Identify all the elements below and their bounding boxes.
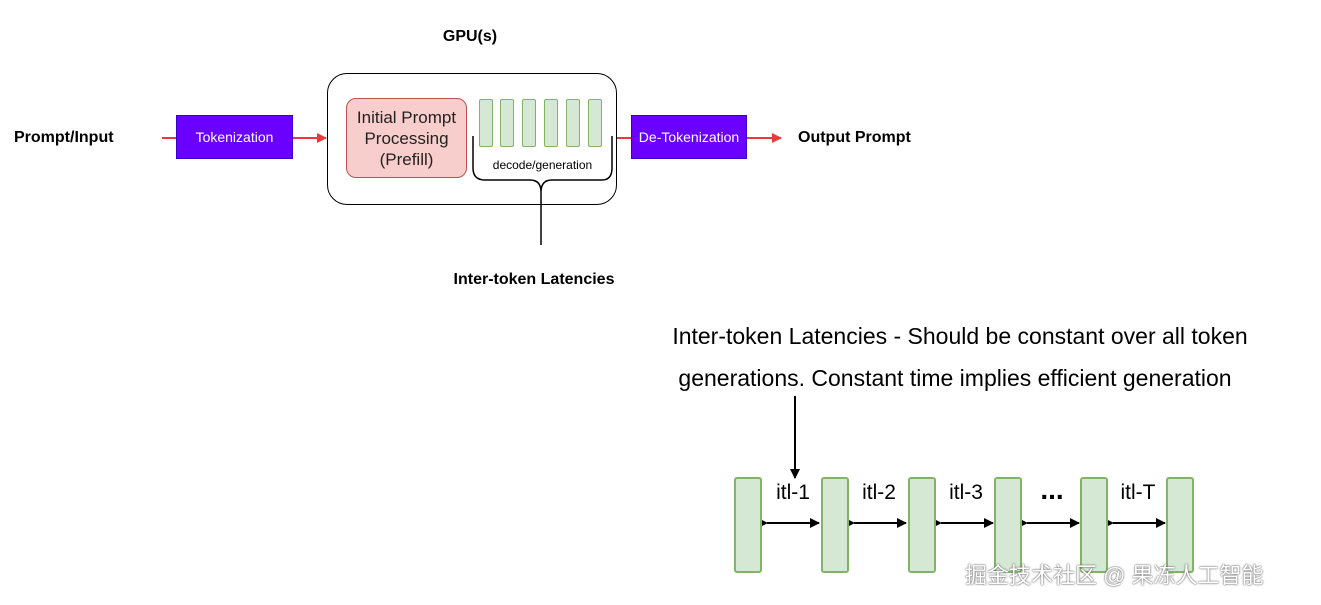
token-bar <box>1166 477 1194 573</box>
decode-token-slot <box>588 99 602 147</box>
decode-token-slot <box>500 99 514 147</box>
decode-token-slot <box>566 99 580 147</box>
tokenization-box: Tokenization <box>176 115 293 159</box>
output-label: Output Prompt <box>798 129 911 146</box>
caption-line-1: Inter-token Latencies - Should be consta… <box>672 323 1248 349</box>
token-bar <box>908 477 936 573</box>
decode-label: decode/generation <box>492 158 593 172</box>
gpu-container <box>327 73 617 205</box>
itl-label-3: itl-3 <box>949 481 983 504</box>
token-bar <box>1080 477 1108 573</box>
decode-token-slot <box>544 99 558 147</box>
token-bar <box>734 477 762 573</box>
token-bar <box>821 477 849 573</box>
latency-label: Inter-token Latencies <box>453 271 615 288</box>
tokenization-label: Tokenization <box>195 129 274 145</box>
token-bar <box>994 477 1022 573</box>
detokenization-box: De-Tokenization <box>631 115 747 159</box>
detokenization-label: De-Tokenization <box>638 129 740 145</box>
itl-label-T: itl-T <box>1120 481 1156 504</box>
decode-token-slot <box>479 99 493 147</box>
prefill-box: Initial Prompt Processing (Prefill) <box>346 98 467 178</box>
caption-line-2: generations. Constant time implies effic… <box>678 365 1232 391</box>
decode-token-slot <box>522 99 536 147</box>
decode-brace <box>472 136 613 245</box>
prefill-line-2: Processing <box>364 128 449 148</box>
gpu-title: GPU(s) <box>442 28 498 45</box>
itl-label-1: itl-1 <box>776 481 810 504</box>
itl-ellipsis: ... <box>1040 474 1064 505</box>
watermark: 掘金技术社区 @ 果冻人工智能 <box>965 563 1264 588</box>
input-label: Prompt/Input <box>14 129 114 146</box>
prefill-line-3: (Prefill) <box>379 149 434 169</box>
prefill-line-1: Initial Prompt <box>356 107 457 127</box>
itl-label-2: itl-2 <box>862 481 896 504</box>
